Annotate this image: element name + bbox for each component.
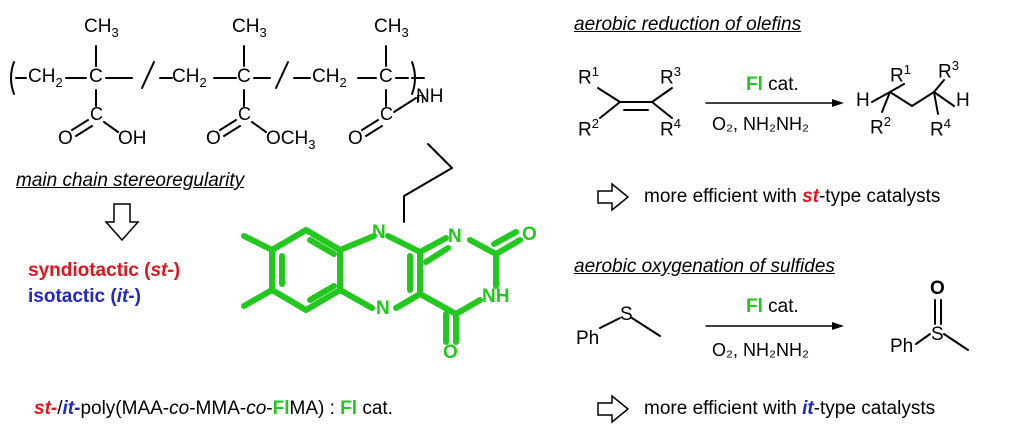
product-h-right: H — [956, 90, 970, 111]
olefin-r3: R3 — [660, 64, 681, 89]
reduction-note: more efficient with st-type catalysts — [644, 186, 941, 207]
catalyst-caption: st-/it-poly(MAA-co-MMA-co-FlMA) : Fl cat… — [34, 398, 393, 419]
flavin-nh3: NH — [482, 286, 510, 307]
product-r3: R3 — [938, 58, 959, 83]
oxygenation-catalyst-label: Fl cat. — [746, 296, 799, 317]
quat-c-3: C — [379, 66, 393, 87]
methyl-label-1: CH3 — [84, 16, 119, 40]
product-r2: R2 — [870, 114, 891, 139]
quat-c-2: C — [237, 66, 251, 87]
reaction-arrows — [705, 99, 844, 330]
sulfide-s: S — [620, 304, 633, 325]
reduction-catalyst-label: Fl cat. — [746, 74, 799, 95]
methyl-label-3: CH3 — [374, 16, 409, 40]
ch2-label-2: CH2 — [172, 66, 207, 90]
reduction-title: aerobic reduction of olefins — [574, 14, 802, 35]
product-r1: R1 — [890, 62, 911, 87]
flavin-o4: O — [443, 342, 458, 363]
polymer-bonds — [10, 45, 453, 223]
ch2-label-3: CH2 — [312, 66, 347, 90]
carbonyl-c-1: C — [90, 104, 103, 124]
olefin-r2: R2 — [578, 116, 599, 141]
hydroxyl-label: OH — [118, 128, 147, 149]
oxygen-label-2: O — [206, 128, 221, 149]
carbonyl-c-3: C — [380, 104, 393, 124]
flavin-n1: N — [448, 226, 462, 247]
down-hollow-arrow — [104, 203, 140, 242]
product-h-left: H — [856, 90, 870, 111]
quat-c-1: C — [89, 66, 103, 87]
olefin-r1: R1 — [578, 64, 599, 89]
oxygenation-note: more efficient with it-type catalysts — [644, 398, 936, 419]
main-chain-caption: main chain stereoregularity — [16, 170, 245, 191]
oxygenation-title: aerobic oxygenation of sulfides — [574, 256, 835, 277]
right-hollow-arrow-2 — [597, 394, 630, 424]
oxygen-label-1: O — [58, 128, 73, 149]
amide-nh-label: NH — [416, 86, 444, 107]
methoxy-label: OCH3 — [266, 128, 316, 152]
flavin-n10: N — [372, 222, 386, 243]
methyl-label-2: CH3 — [232, 16, 267, 40]
repeat-n-label: n — [416, 90, 425, 107]
sulfoxide-s: S — [931, 324, 944, 345]
isotactic-label: isotactic (it-) — [28, 286, 141, 307]
olefin-bonds — [597, 79, 955, 119]
flavin-n5: N — [376, 298, 390, 319]
sulfoxide-o: O — [930, 278, 945, 299]
carbonyl-c-2: C — [238, 104, 251, 124]
sulfide-ph: Ph — [576, 328, 600, 349]
oxygenation-reagents: O₂, NH₂NH₂ — [712, 340, 809, 360]
flavin-o2: O — [522, 224, 537, 245]
ch2-label-1: CH2 — [28, 66, 63, 90]
right-hollow-arrow-1 — [597, 182, 630, 212]
sulfoxide-ph: Ph — [890, 336, 914, 357]
flavin-structure — [241, 227, 523, 345]
syndiotactic-label: syndiotactic (st-) — [28, 260, 181, 281]
product-r4: R4 — [930, 116, 951, 141]
reduction-reagents: O₂, NH₂NH₂ — [712, 114, 809, 134]
olefin-r4: R4 — [660, 116, 681, 141]
sulfide-bonds — [599, 299, 969, 351]
oxygen-label-3: O — [348, 128, 363, 149]
